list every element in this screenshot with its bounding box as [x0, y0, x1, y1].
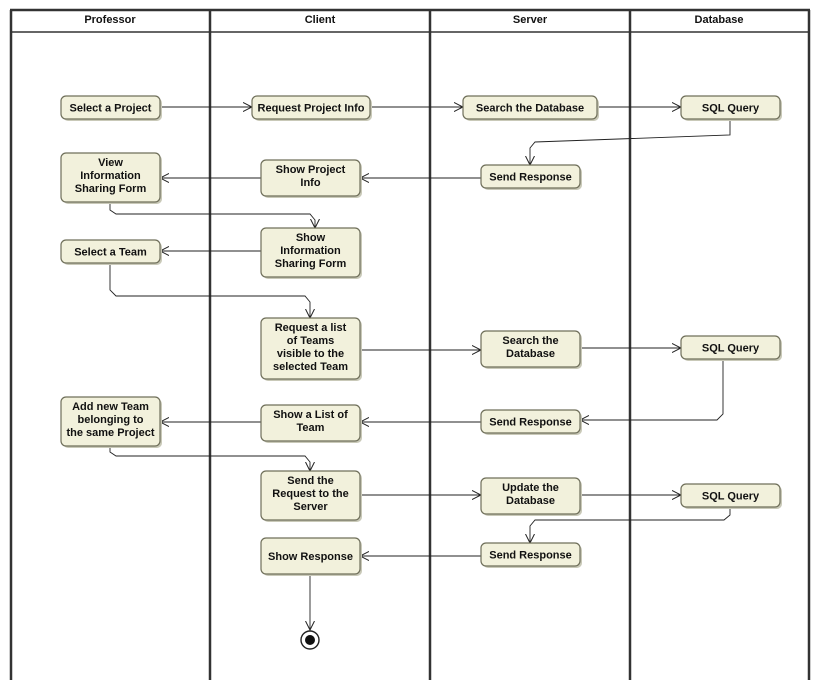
activity-label-line: selected Team [273, 361, 348, 373]
swimlane-headers: Professor Client Server Database [84, 14, 743, 26]
activity-label-line: Info [300, 177, 320, 189]
activity-label-line: Add new Team [72, 401, 149, 413]
activity-box [462, 95, 598, 120]
swimlane-frame [9, 8, 811, 680]
final-node-dot [305, 635, 315, 645]
activity-label-line: Show [296, 232, 326, 244]
activity-label-line: Select a Team [74, 247, 147, 259]
activity-box [480, 542, 581, 567]
lane-title-database: Database [695, 14, 744, 26]
activity-label-line: Sharing Form [275, 258, 347, 270]
activity-label-line: Server [293, 501, 328, 513]
activity-send-response-3[interactable]: Send Response [480, 542, 582, 568]
activity-label-line: Send Response [489, 417, 572, 429]
activity-box [60, 239, 161, 264]
flow-add-new-team-to-send-request [109, 446, 310, 471]
activity-label-line: Request Project Info [258, 103, 365, 115]
activity-label-line: Sharing Form [75, 183, 147, 195]
activity-label-line: View [98, 157, 123, 169]
activity-box [680, 95, 781, 120]
activity-label-line: Show Project [276, 164, 346, 176]
activity-label-line: Team [297, 422, 325, 434]
activity-search-db-1[interactable]: Search the Database [462, 95, 599, 121]
activity-label-line: Request a list [275, 322, 347, 334]
activity-label-line: Send the [287, 475, 333, 487]
activity-label-line: SQL Query [702, 103, 760, 115]
activity-box [480, 409, 581, 434]
activity-request-project-info[interactable]: Request Project Info [251, 95, 372, 121]
activity-label-line: SQL Query [702, 343, 760, 355]
activity-box [480, 330, 581, 368]
lane-title-professor: Professor [84, 14, 136, 26]
activity-show-response[interactable]: Show Response [260, 537, 362, 576]
activity-box [480, 164, 581, 189]
activity-box [260, 317, 361, 380]
flow-select-team-to-request-teams [109, 263, 310, 318]
activity-select-project[interactable]: Select a Project [60, 95, 162, 121]
activity-label-line: Request to the [272, 488, 348, 500]
activity-label-line: of Teams [287, 335, 334, 347]
activity-box [60, 396, 161, 447]
activity-box [260, 404, 361, 442]
activity-label-line: visible to the [277, 348, 344, 360]
flow-sql-query-2-to-send-response-2 [580, 359, 724, 420]
activity-label-line: SQL Query [702, 491, 760, 503]
activity-label-line: Send Response [489, 172, 572, 184]
lane-title-server: Server [513, 14, 548, 26]
activity-box [60, 152, 161, 203]
activity-label-line: Search the Database [476, 103, 584, 115]
activity-select-team[interactable]: Select a Team [60, 239, 162, 265]
activity-label-line: Send Response [489, 550, 572, 562]
activity-box [251, 95, 371, 120]
activity-label-line: Information [80, 170, 141, 182]
activity-label-line: Database [506, 348, 555, 360]
activity-send-response-1[interactable]: Send Response [480, 164, 582, 190]
activity-send-response-2[interactable]: Send Response [480, 409, 582, 435]
activity-box [260, 159, 361, 197]
flow-sql-query-1-to-send-response-1 [530, 119, 731, 165]
flow-view-info-form-to-show-info-form [109, 202, 315, 228]
activity-box [480, 477, 581, 515]
activity-sql-query-2[interactable]: SQL Query [680, 335, 782, 361]
activity-box [260, 470, 361, 521]
activity-label-line: Update the [502, 482, 559, 494]
activity-sql-query-3[interactable]: SQL Query [680, 483, 782, 509]
activity-label-line: Search the [502, 335, 558, 347]
activity-label-line: Database [506, 495, 555, 507]
activity-label-line: the same Project [66, 427, 154, 439]
lane-title-client: Client [305, 14, 336, 26]
flow-sql-query-3-to-send-response-3 [530, 507, 731, 543]
activity-label-line: Show Response [268, 551, 353, 563]
activity-box [60, 95, 161, 120]
activity-final-node [300, 630, 320, 650]
activity-box [680, 483, 781, 508]
activity-label-line: Information [280, 245, 341, 257]
activity-sql-query-1[interactable]: SQL Query [680, 95, 782, 121]
control-flows [109, 107, 731, 630]
activity-box [260, 537, 361, 575]
activity-box [260, 227, 361, 278]
activity-box [680, 335, 781, 360]
activity-label-line: belonging to [78, 414, 144, 426]
activity-label-line: Select a Project [70, 103, 152, 115]
activity-label-line: Show a List of [273, 409, 348, 421]
